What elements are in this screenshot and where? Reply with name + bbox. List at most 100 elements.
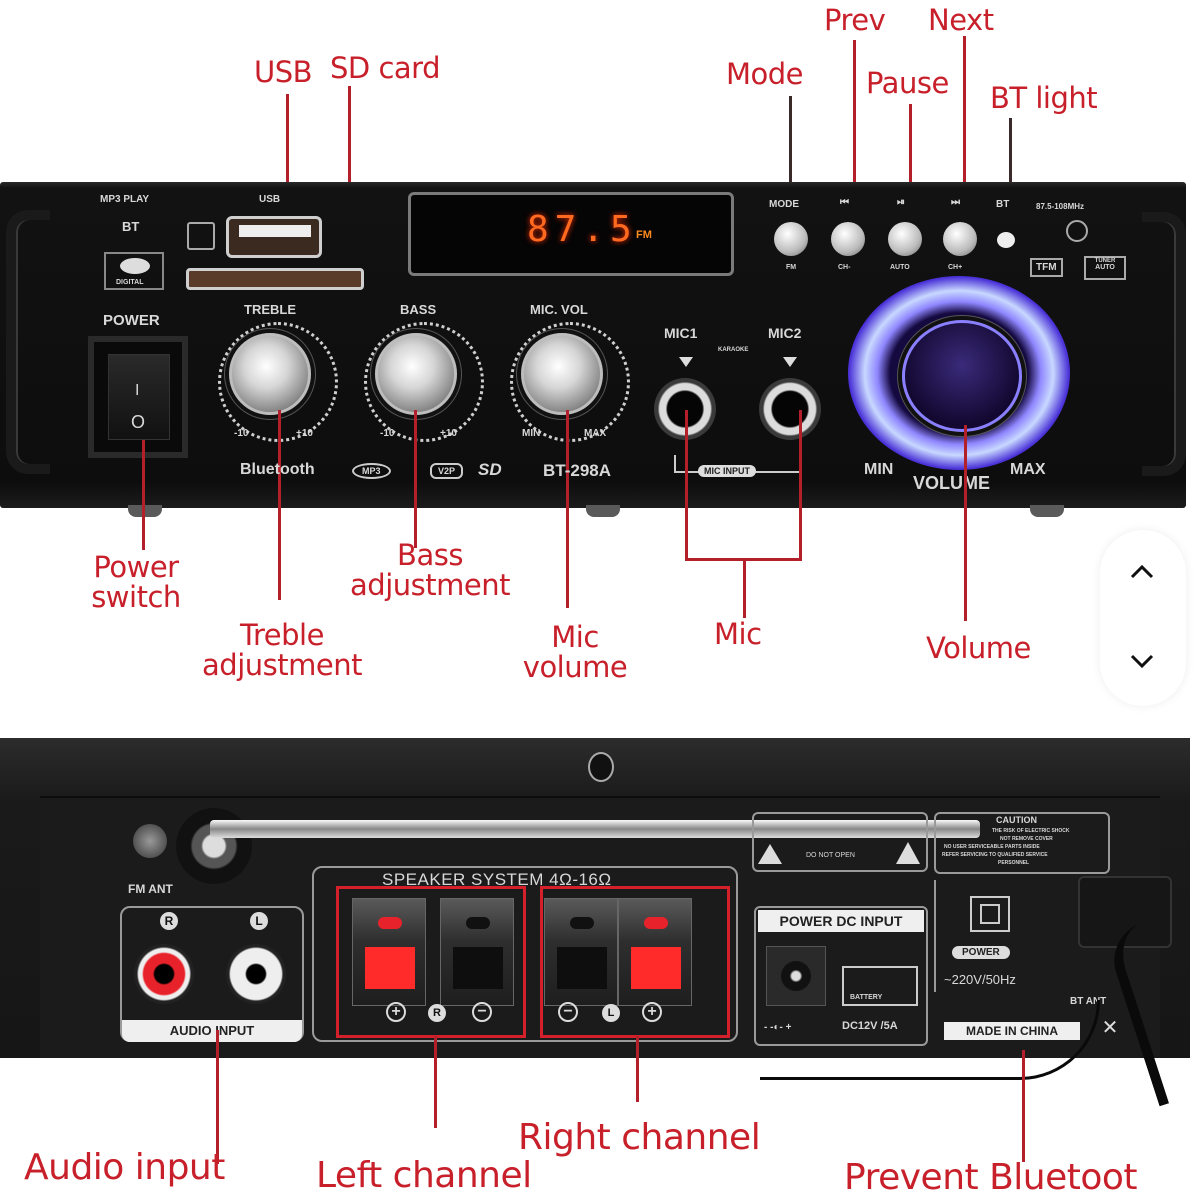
antenna-rod bbox=[210, 820, 980, 838]
callout-treble-line1: Treble bbox=[240, 618, 324, 652]
usb-port[interactable] bbox=[226, 216, 322, 258]
callout-prevent-bluetooth: Prevent Bluetoot bbox=[844, 1157, 1138, 1198]
mic1-label: MIC1 bbox=[664, 325, 698, 341]
leader-power bbox=[142, 440, 145, 550]
right-handle bbox=[1142, 212, 1186, 476]
l-plus-mark: + bbox=[642, 1002, 662, 1022]
mode-top-label: MODE bbox=[769, 199, 799, 210]
switch-off-mark: O bbox=[131, 412, 146, 432]
mic2-label: MIC2 bbox=[768, 325, 802, 341]
callout-mic: Mic bbox=[714, 617, 762, 651]
battery-icon: BATTERY bbox=[842, 966, 918, 1006]
sd-logo: SD bbox=[478, 460, 502, 479]
audio-l-label: L bbox=[250, 912, 268, 930]
caution-line-2: NOT REMOVE COVER bbox=[1000, 836, 1053, 842]
r-minus-mark: − bbox=[472, 1002, 492, 1022]
sd-icon bbox=[187, 222, 215, 250]
leader-left-channel bbox=[434, 1036, 437, 1128]
rca-left-jack[interactable] bbox=[226, 944, 286, 1004]
leader-pause bbox=[909, 104, 912, 222]
caution-label bbox=[934, 812, 1110, 874]
leader-mic2 bbox=[799, 410, 802, 560]
fm-ant-label: FM ANT bbox=[128, 882, 173, 896]
mic-vol-label: MIC. VOL bbox=[530, 302, 588, 317]
usb-panel-label: USB bbox=[259, 194, 281, 205]
mic-vol-max: MAX bbox=[584, 428, 607, 439]
r-plus-mark: + bbox=[386, 1002, 406, 1022]
callout-mic-volume: Mic volume bbox=[510, 622, 640, 682]
leader-usb bbox=[286, 94, 289, 222]
caution-line-1: THE RISK OF ELECTRIC SHOCK bbox=[992, 828, 1070, 834]
caution-line-4: REFER SERVICING TO QUALIFIED SERVICE bbox=[942, 852, 1048, 858]
leader-sd bbox=[348, 86, 351, 266]
power-tag: POWER bbox=[952, 946, 1010, 959]
chevron-down-icon bbox=[1130, 654, 1154, 669]
bass-scale bbox=[364, 322, 484, 442]
l-minus-mark: − bbox=[558, 1002, 578, 1022]
front-foot bbox=[1030, 505, 1064, 517]
terminal-l-minus[interactable] bbox=[544, 898, 618, 1006]
leader-treble bbox=[278, 410, 281, 600]
mic2-arrow bbox=[783, 357, 797, 367]
power-switch[interactable]: I O bbox=[88, 336, 188, 458]
weee-icon: ✕ bbox=[1101, 1017, 1119, 1039]
pause-button[interactable] bbox=[888, 222, 922, 256]
prev-bottom-label: CH- bbox=[838, 264, 851, 271]
tuner-label: TUNER bbox=[1094, 258, 1116, 264]
mode-button[interactable] bbox=[774, 222, 808, 256]
bass-knob[interactable] bbox=[375, 333, 457, 415]
chevron-up-icon bbox=[1130, 564, 1154, 579]
terminal-r-plus[interactable] bbox=[352, 898, 426, 1006]
shock-warning-icon bbox=[896, 842, 920, 864]
leader-mic-vol bbox=[566, 410, 569, 608]
terminal-l-plus[interactable] bbox=[618, 898, 692, 1006]
mic1-arrow bbox=[679, 357, 693, 367]
model-number: BT-298A bbox=[543, 461, 612, 480]
speaker-block bbox=[312, 866, 738, 1042]
sd-card-slot[interactable] bbox=[186, 268, 364, 290]
volume-knob[interactable] bbox=[902, 320, 1022, 432]
mic2-jack[interactable] bbox=[759, 378, 821, 440]
leader-mic-join bbox=[685, 558, 802, 561]
caution-title: CAUTION bbox=[996, 815, 1037, 825]
right-channel-frame bbox=[336, 886, 526, 1038]
terminal-r-minus[interactable] bbox=[440, 898, 514, 1006]
leader-volume bbox=[964, 425, 967, 621]
pause-bottom-label: AUTO bbox=[890, 264, 910, 271]
prev-button[interactable] bbox=[831, 222, 865, 256]
mic-input-label: MIC INPUT bbox=[698, 465, 756, 477]
warning-icon bbox=[758, 844, 782, 864]
caution-line-3: NO USER SERVICEABLE PARTS INSIDE bbox=[944, 844, 1040, 850]
callout-bass: Bass adjustment bbox=[330, 540, 530, 600]
scroll-up-button[interactable] bbox=[1129, 559, 1155, 585]
bluetooth-logo-text: Bluetooth bbox=[240, 461, 315, 478]
callout-right-channel: Right channel bbox=[518, 1117, 761, 1158]
rca-right-jack[interactable] bbox=[134, 944, 194, 1004]
mic-vol-knob[interactable] bbox=[521, 333, 603, 415]
callout-bass-line2: adjustment bbox=[350, 568, 510, 602]
leader-right-channel bbox=[636, 1036, 639, 1102]
scroll-down-button[interactable] bbox=[1129, 648, 1155, 674]
callout-prev: Prev bbox=[824, 3, 886, 37]
callout-sd-card: SD card bbox=[330, 51, 441, 85]
power-cord-plug bbox=[1078, 876, 1172, 948]
callout-left-channel: Left channel bbox=[316, 1155, 532, 1196]
digital-label: DIGITAL bbox=[116, 279, 144, 286]
treble-min: -10 bbox=[234, 428, 249, 439]
callout-power-switch: Power switch bbox=[80, 552, 192, 612]
l-channel-mark: L bbox=[602, 1004, 620, 1022]
callout-bt-light: BT light bbox=[990, 81, 1098, 115]
bt-antenna-wire bbox=[760, 1000, 1100, 1080]
treble-label: TREBLE bbox=[244, 302, 296, 317]
dc-jack[interactable] bbox=[766, 946, 826, 1006]
next-bottom-label: CH+ bbox=[948, 264, 963, 271]
next-button[interactable] bbox=[943, 222, 977, 256]
callout-treble: Treble adjustment bbox=[182, 620, 382, 680]
mic-vol-scale bbox=[510, 322, 630, 442]
rear-screw-logo bbox=[588, 752, 614, 782]
scroll-widget bbox=[1100, 530, 1186, 706]
treble-max: +10 bbox=[296, 428, 313, 439]
bass-label: BASS bbox=[400, 302, 437, 317]
pause-top-label: ⏯ bbox=[897, 197, 905, 208]
treble-knob[interactable] bbox=[229, 333, 311, 415]
